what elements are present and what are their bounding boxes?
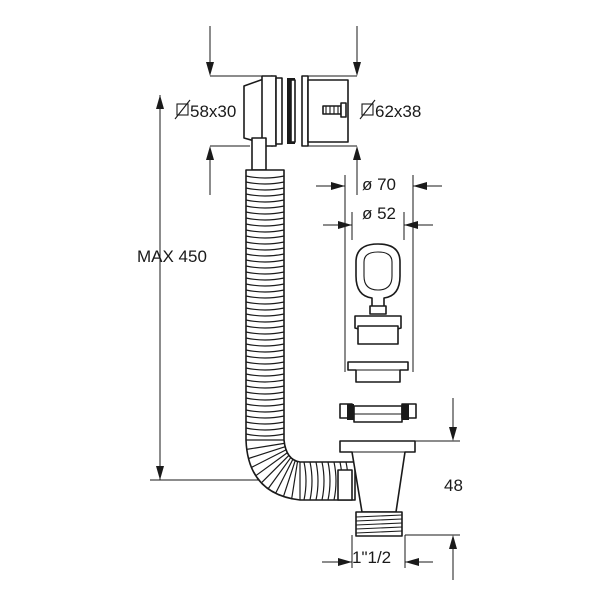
square-symbol-icon <box>359 99 376 120</box>
thread-label: 1"1/2 <box>352 548 391 567</box>
overflow-head <box>243 75 349 171</box>
strainer-ring <box>347 361 409 383</box>
overflow-large-label: 62x38 <box>375 102 421 121</box>
max-length-label: MAX 450 <box>137 247 207 266</box>
diameter-outer-label: ø 70 <box>362 175 396 194</box>
corrugated-hose <box>245 169 356 501</box>
overflow-small-dimension: 58x30 <box>174 99 236 121</box>
drain-plug <box>354 243 402 345</box>
screw-icon <box>322 102 347 118</box>
plug-handle-icon <box>355 243 401 311</box>
drain-body <box>337 440 416 537</box>
height-label: 48 <box>444 476 463 495</box>
square-symbol-icon <box>174 99 191 120</box>
dimension-lines <box>150 26 460 580</box>
lock-nut <box>339 403 417 423</box>
overflow-large-dimension: 62x38 <box>359 99 421 121</box>
diameter-inner-label: ø 52 <box>362 204 396 223</box>
overflow-small-label: 58x30 <box>190 102 236 121</box>
